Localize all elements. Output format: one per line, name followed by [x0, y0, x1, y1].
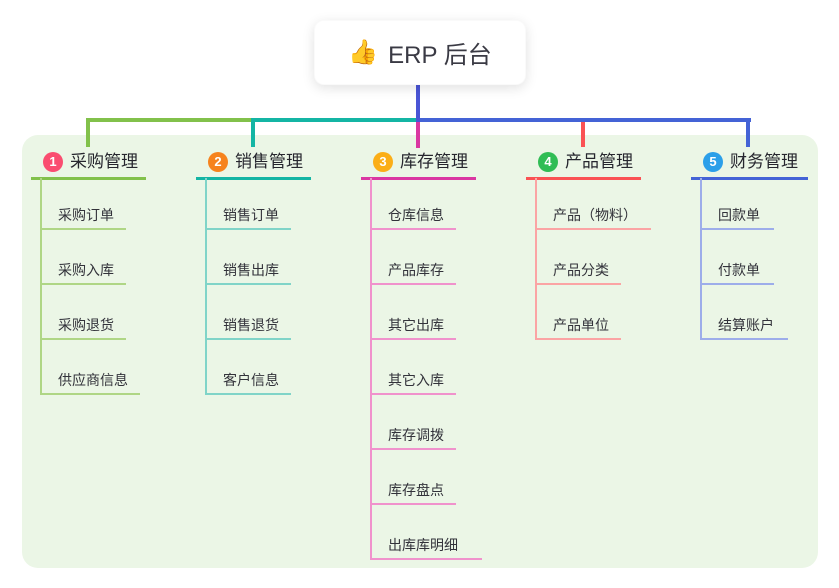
branch-2-spine-line — [205, 178, 207, 395]
branch-2-child-node[interactable]: 销售出库 — [223, 262, 279, 278]
branch-1-child-line — [40, 393, 140, 395]
branch-3-child-line — [370, 228, 456, 230]
branch-4-child-node[interactable]: 产品单位 — [553, 317, 609, 333]
branch-3-child-line — [370, 503, 456, 505]
connector-drop-branch-3 — [416, 120, 420, 148]
branch-5-title[interactable]: 财务管理 — [730, 152, 798, 171]
branch-2-child-node[interactable]: 销售退货 — [223, 317, 279, 333]
branch-5-child-node[interactable]: 结算账户 — [718, 317, 774, 333]
branch-3-child-node[interactable]: 出库库明细 — [388, 537, 458, 553]
branch-2-child-line — [205, 338, 291, 340]
branch-2-child-line — [205, 393, 291, 395]
branch-1-child-node[interactable]: 采购入库 — [58, 262, 114, 278]
root-node[interactable]: 👍 ERP 后台 — [314, 20, 526, 85]
branch-4-underline — [526, 177, 641, 180]
branch-3-number-badge: 3 — [373, 152, 393, 172]
branch-3-child-node[interactable]: 其它出库 — [388, 317, 444, 333]
branch-5-child-node[interactable]: 回款单 — [718, 207, 760, 223]
connector-horizontal-branch-5 — [416, 118, 751, 122]
branch-1-number-badge: 1 — [43, 152, 63, 172]
connector-drop-branch-1 — [86, 120, 90, 147]
branch-4-spine-line — [535, 178, 537, 340]
connector-horizontal-branch-2 — [251, 118, 420, 122]
branch-3-child-node[interactable]: 库存调拨 — [388, 427, 444, 443]
branch-3-child-node[interactable]: 产品库存 — [388, 262, 444, 278]
branch-2-child-node[interactable]: 销售订单 — [223, 207, 279, 223]
branch-4-child-line — [535, 338, 621, 340]
branch-1-child-line — [40, 283, 126, 285]
branch-5-child-node[interactable]: 付款单 — [718, 262, 760, 278]
branch-2-title[interactable]: 销售管理 — [235, 152, 303, 171]
branch-1-child-line — [40, 338, 126, 340]
connector-horizontal-branch-1 — [86, 118, 255, 122]
branch-1-child-line — [40, 228, 126, 230]
branch-3-spine-line — [370, 178, 372, 560]
branch-3-child-line — [370, 558, 482, 560]
branch-3-underline — [361, 177, 476, 180]
branch-4-child-line — [535, 228, 651, 230]
branch-4-child-node[interactable]: 产品分类 — [553, 262, 609, 278]
branch-4-child-line — [535, 283, 621, 285]
branch-3-child-node[interactable]: 库存盘点 — [388, 482, 444, 498]
connector-root-vertical — [416, 85, 420, 122]
branch-3-child-line — [370, 448, 456, 450]
branch-1-underline — [31, 177, 146, 180]
branch-3-title[interactable]: 库存管理 — [400, 152, 468, 171]
branch-5-spine-line — [700, 178, 702, 340]
thumbs-up-icon: 👍 — [348, 38, 379, 66]
branch-1-child-node[interactable]: 采购退货 — [58, 317, 114, 333]
branch-5-child-line — [700, 283, 774, 285]
branch-2-child-node[interactable]: 客户信息 — [223, 372, 279, 388]
branch-3-child-line — [370, 338, 456, 340]
branch-2-child-line — [205, 228, 291, 230]
branch-5-child-line — [700, 338, 788, 340]
branch-4-number-badge: 4 — [538, 152, 558, 172]
branch-5-number-badge: 5 — [703, 152, 723, 172]
branch-2-number-badge: 2 — [208, 152, 228, 172]
branch-5-child-line — [700, 228, 774, 230]
branch-2-child-line — [205, 283, 291, 285]
branch-1-spine-line — [40, 178, 42, 395]
root-node-title: ERP 后台 — [388, 42, 492, 69]
connector-drop-branch-2 — [251, 120, 255, 147]
branch-4-title[interactable]: 产品管理 — [565, 152, 633, 171]
branch-3-child-node[interactable]: 其它入库 — [388, 372, 444, 388]
connector-drop-branch-4 — [581, 120, 585, 147]
branch-3-child-node[interactable]: 仓库信息 — [388, 207, 444, 223]
branch-2-underline — [196, 177, 311, 180]
branch-3-child-line — [370, 393, 456, 395]
connector-drop-branch-5 — [746, 120, 750, 147]
branch-5-underline — [691, 177, 808, 180]
branch-1-title[interactable]: 采购管理 — [70, 152, 138, 171]
panel-background — [22, 135, 818, 568]
branch-4-child-node[interactable]: 产品（物料） — [553, 207, 637, 223]
branch-1-child-node[interactable]: 供应商信息 — [58, 372, 128, 388]
branch-3-child-line — [370, 283, 456, 285]
branch-1-child-node[interactable]: 采购订单 — [58, 207, 114, 223]
